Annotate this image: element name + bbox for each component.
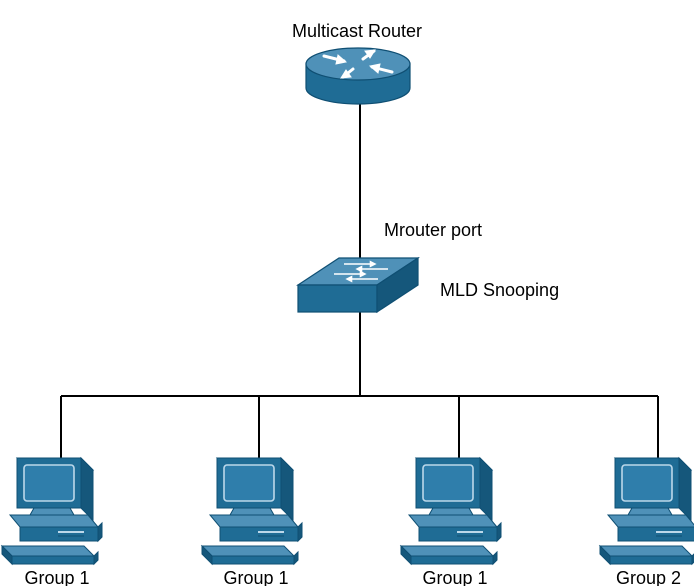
host-3: Group 1 bbox=[400, 457, 502, 586]
mrouter-port-label: Mrouter port bbox=[384, 220, 482, 240]
computer-icon bbox=[1, 457, 103, 565]
host-1: Group 1 bbox=[1, 457, 103, 586]
host-label-3: Group 1 bbox=[422, 568, 487, 586]
host-2: Group 1 bbox=[201, 457, 303, 586]
computer-icon bbox=[400, 457, 502, 565]
switch-icon bbox=[295, 256, 421, 314]
host-label-2: Group 1 bbox=[223, 568, 288, 586]
host-4: Group 2 bbox=[599, 457, 694, 586]
computer-icon bbox=[201, 457, 303, 565]
computer-icon bbox=[599, 457, 694, 565]
router-icon bbox=[305, 47, 411, 105]
host-label-4: Group 2 bbox=[616, 568, 681, 586]
router-label: Multicast Router bbox=[292, 21, 422, 41]
switch-label: MLD Snooping bbox=[440, 280, 559, 300]
host-label-1: Group 1 bbox=[24, 568, 89, 586]
